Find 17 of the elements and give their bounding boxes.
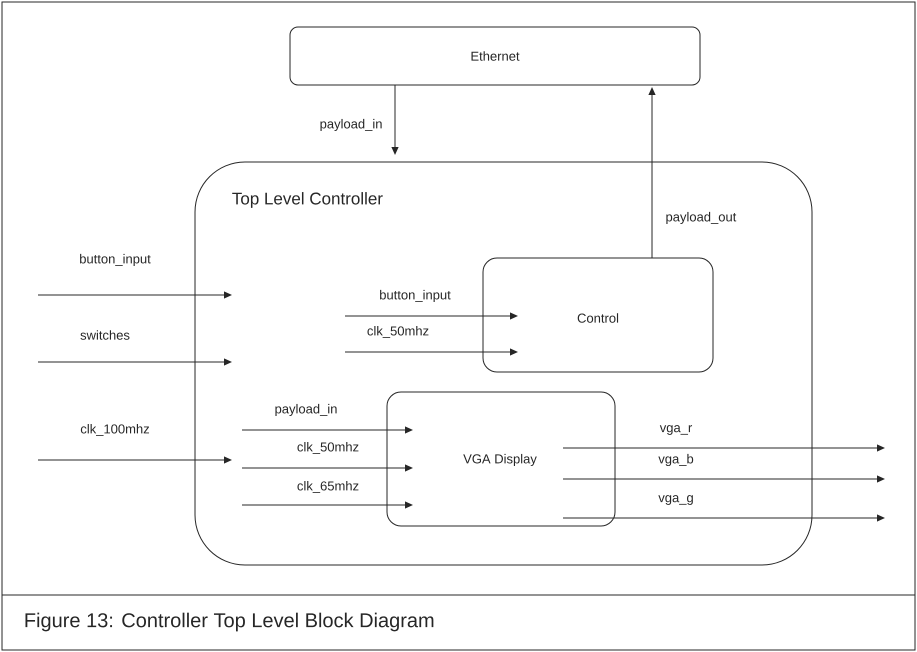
signal-label: switches	[79, 329, 131, 341]
block-box: Control	[482, 258, 714, 372]
block-box: VGA Display	[386, 392, 616, 526]
signal-label: payload_in	[318, 118, 384, 132]
signal-label: payload_out	[664, 210, 738, 226]
signal-label: clk_100mhz	[79, 423, 151, 437]
signal-label: vga_g	[657, 494, 695, 506]
signal-label: button_input	[78, 252, 152, 268]
signal-label: clk_50mhz	[296, 441, 360, 455]
signal-label: payload_in	[274, 402, 338, 418]
signal-label: clk_50mhz	[366, 325, 430, 339]
figure-caption: Figure 13: Controller Top Level Block Diagram	[26, 612, 434, 632]
signal-label: vga_b	[657, 452, 695, 468]
signal-label: vga_r	[658, 424, 694, 436]
signal-label: clk_65mhz	[296, 480, 360, 494]
block-box: Ethernet	[290, 26, 700, 86]
signal-label: button_input	[378, 288, 452, 304]
